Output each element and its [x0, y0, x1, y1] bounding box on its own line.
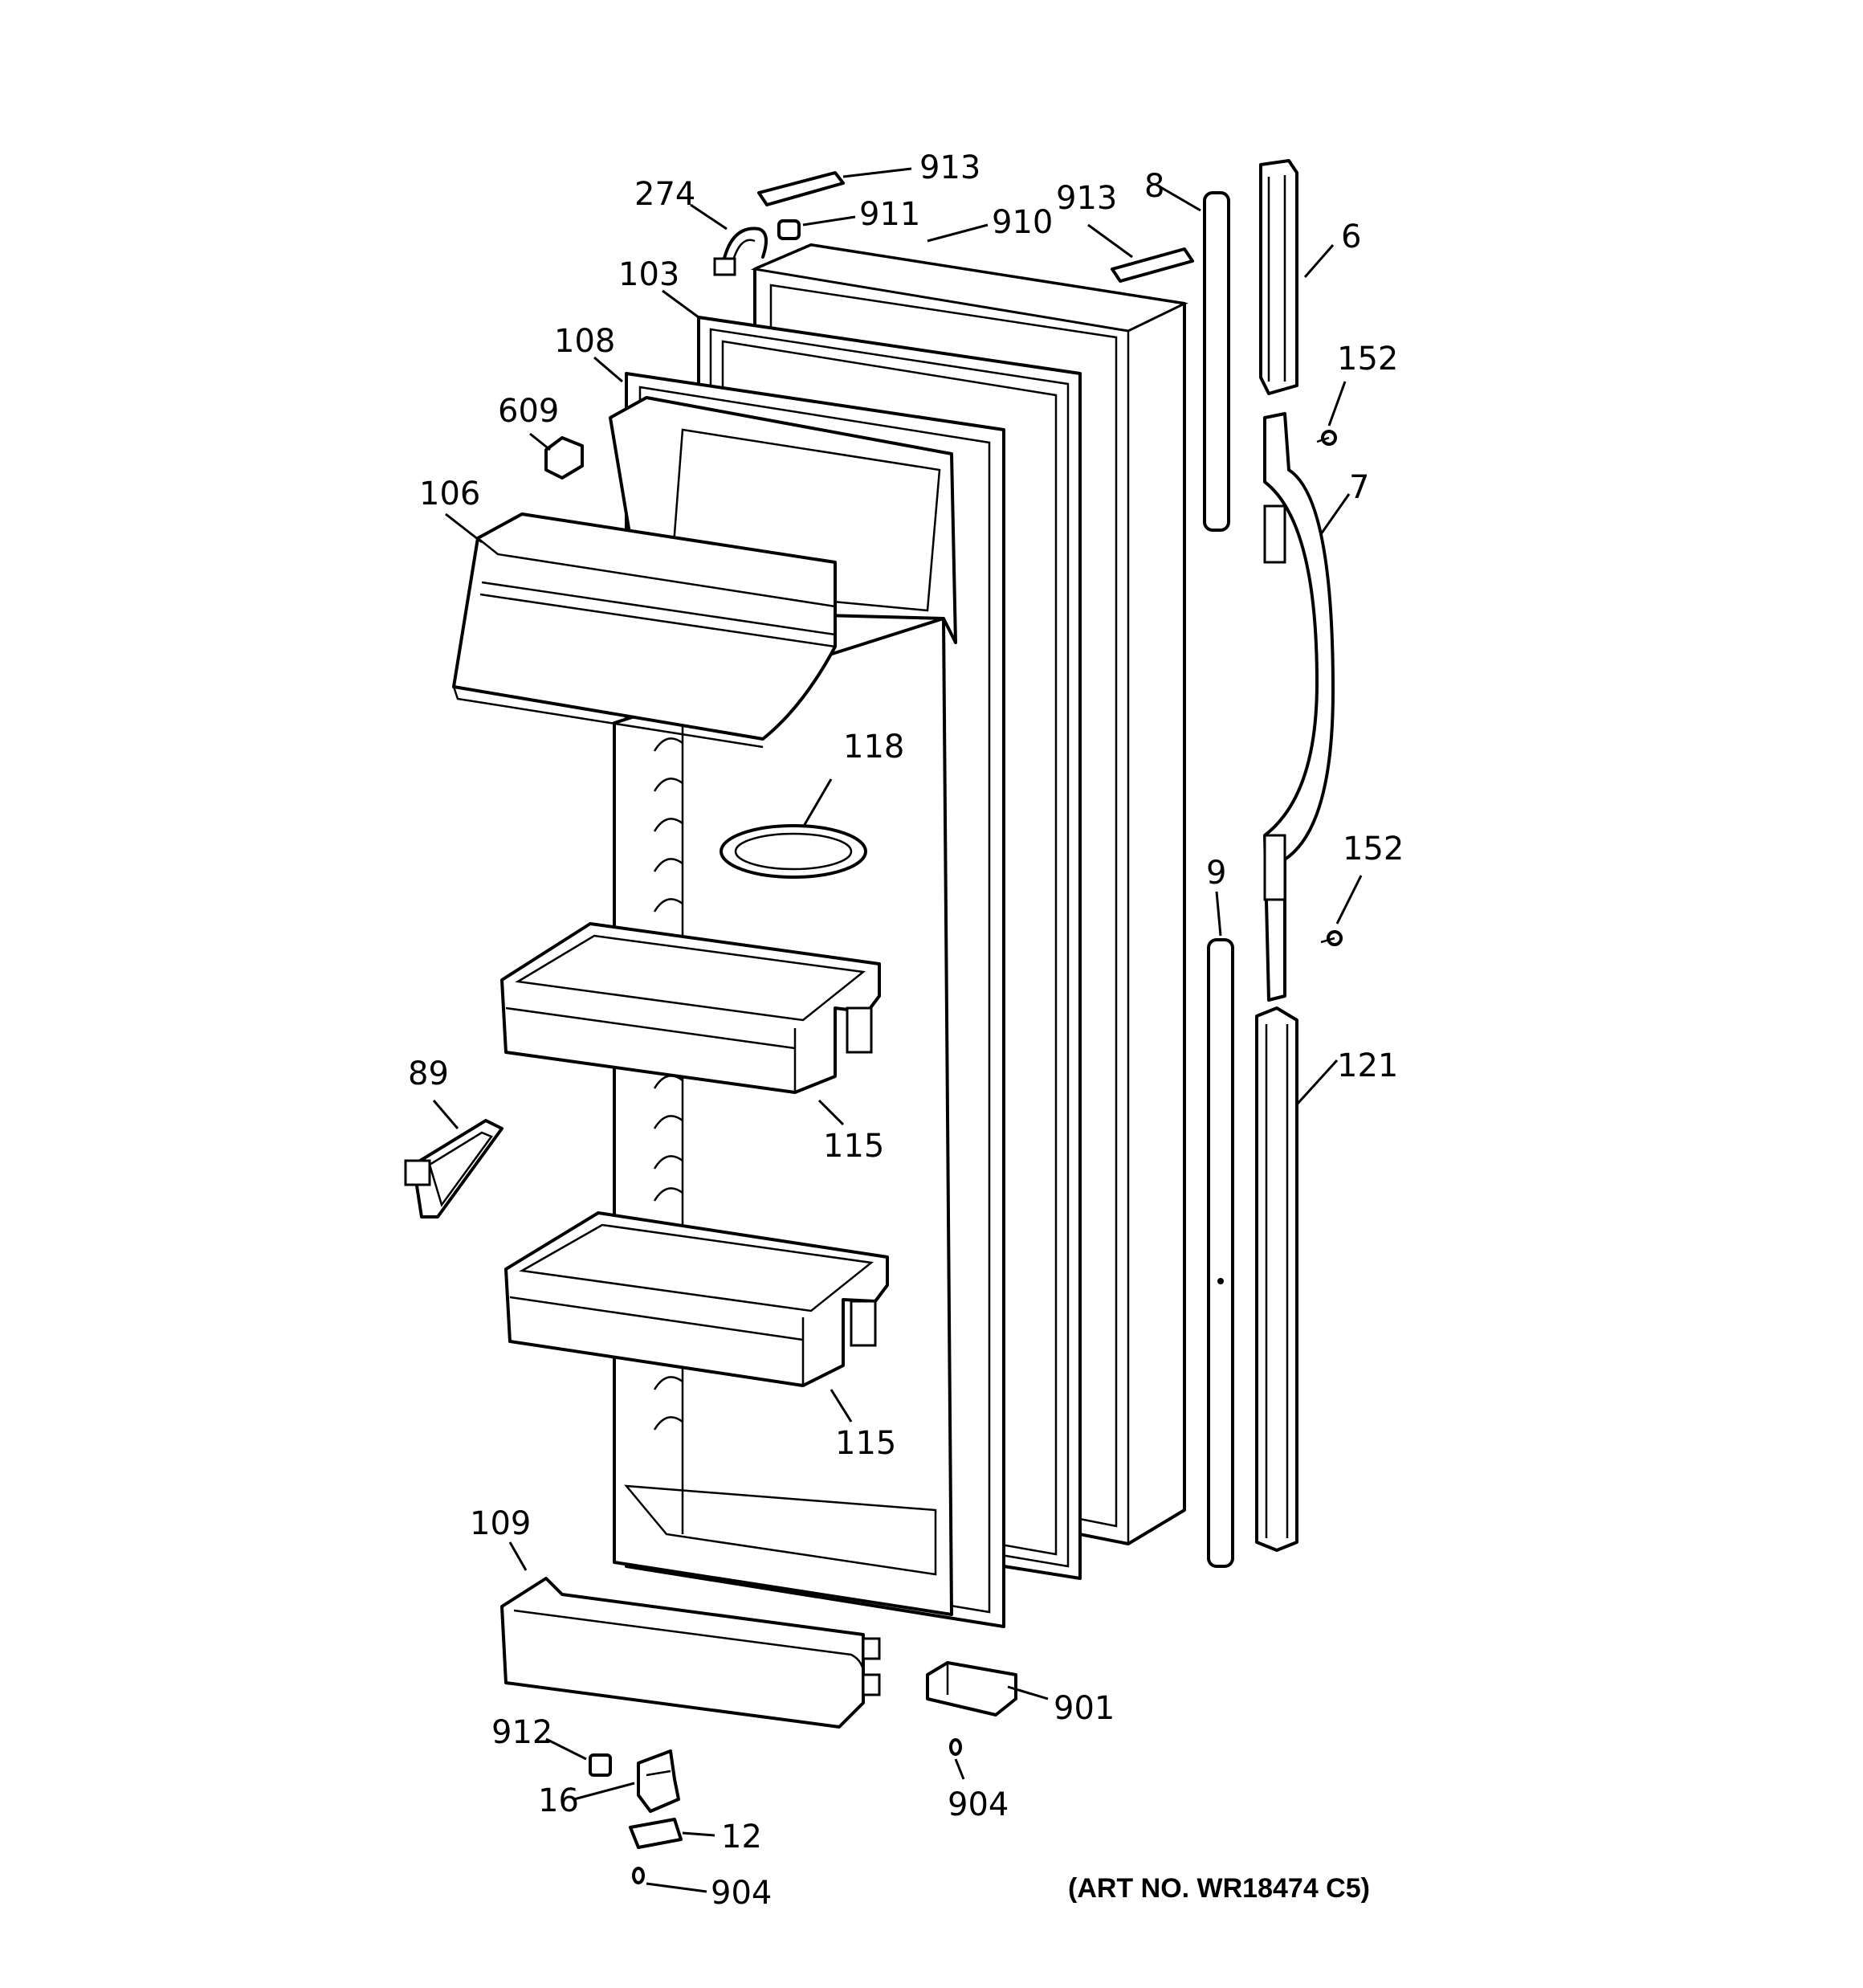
door-handle — [1263, 412, 1335, 1002]
label-8: 8 — [1144, 168, 1164, 205]
label-904-upper: 904 — [948, 1786, 1009, 1823]
label-106: 106 — [419, 476, 480, 512]
bottom-door-bin — [500, 1577, 881, 1729]
label-9: 9 — [1206, 855, 1226, 892]
screw-152-upper — [1316, 430, 1337, 446]
art-number: (ART NO. WR18474 C5) — [1068, 1873, 1370, 1904]
bushing-912 — [589, 1753, 612, 1777]
part-609 — [544, 436, 584, 480]
door-oval-insert — [720, 824, 867, 879]
hinge-cover-901 — [926, 1661, 1017, 1717]
label-6: 6 — [1341, 218, 1361, 255]
label-152-upper: 152 — [1337, 341, 1398, 378]
cover-plate-913-right — [1111, 247, 1194, 283]
leader-lines — [432, 167, 1363, 1893]
handle-trim-8 — [1203, 191, 1230, 532]
hinge-plate-12 — [629, 1818, 683, 1849]
door-bin-upper — [500, 922, 881, 1094]
part-labels: 913 911 274 910 913 8 6 103 108 152 609 … — [408, 149, 1404, 1912]
cover-plate-913-left — [757, 171, 845, 206]
label-89: 89 — [408, 1055, 449, 1092]
label-913-right: 913 — [1056, 180, 1117, 217]
label-912: 912 — [491, 1714, 552, 1751]
label-904-lower: 904 — [711, 1875, 772, 1912]
label-121: 121 — [1337, 1047, 1398, 1084]
label-910: 910 — [992, 204, 1053, 241]
label-911: 911 — [859, 196, 920, 233]
dairy-compartment-door — [452, 512, 837, 749]
handle-cap-6 — [1259, 159, 1298, 395]
label-16: 16 — [538, 1782, 579, 1819]
label-109: 109 — [470, 1505, 531, 1542]
screw-904-upper — [949, 1738, 962, 1756]
label-103: 103 — [618, 256, 679, 293]
hinge-16 — [637, 1749, 680, 1813]
label-115-lower: 115 — [835, 1425, 896, 1462]
part-89 — [404, 1119, 503, 1219]
label-12: 12 — [721, 1819, 762, 1855]
label-901: 901 — [1054, 1690, 1115, 1727]
handle-cover-121 — [1255, 1006, 1298, 1552]
label-274: 274 — [634, 176, 695, 213]
wire-harness — [713, 227, 768, 276]
door-bin-lower — [504, 1211, 889, 1387]
handle-trim-9 — [1207, 938, 1234, 1568]
label-115-upper: 115 — [823, 1128, 884, 1165]
label-118: 118 — [843, 729, 904, 765]
screw-152-lower — [1320, 930, 1343, 946]
label-913-top: 913 — [919, 149, 980, 186]
plug-911 — [777, 219, 801, 240]
label-7: 7 — [1349, 469, 1369, 506]
label-108: 108 — [554, 323, 615, 360]
screw-904-lower — [632, 1867, 645, 1884]
label-152-lower: 152 — [1343, 831, 1404, 867]
label-609: 609 — [498, 393, 559, 430]
